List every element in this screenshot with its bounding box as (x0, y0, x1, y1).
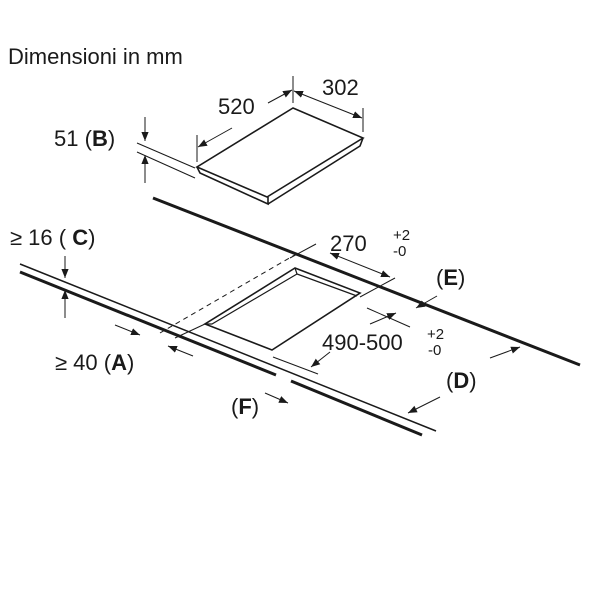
cutout-depth-tol-minus: -0 (393, 243, 406, 260)
label-d: (D) (446, 368, 477, 393)
label-f: (F) (231, 394, 259, 419)
hob-width-label: 520 (218, 94, 255, 119)
label-c: ≥ 16 ( C) (10, 225, 95, 250)
countertop-drawing (19, 196, 581, 437)
hob-depth-label: 302 (322, 75, 359, 100)
cutout-dimension-lines (61, 243, 521, 414)
hob-dimension-lines (136, 76, 364, 183)
cutout-width-label: 490-500 (322, 330, 403, 355)
cutout-depth-tol-plus: +2 (393, 227, 410, 244)
cutout-depth-label: 270 (330, 231, 367, 256)
label-e: (E) (436, 265, 465, 290)
cutout-width-tol-minus: -0 (428, 342, 441, 359)
diagram-title: Dimensioni in mm (8, 44, 183, 69)
cutout-width-tol-plus: +2 (427, 326, 444, 343)
label-a: ≥ 40 (A) (55, 350, 134, 375)
hob-drawing (195, 107, 365, 206)
hob-height-label: 51 (B) (54, 126, 115, 151)
